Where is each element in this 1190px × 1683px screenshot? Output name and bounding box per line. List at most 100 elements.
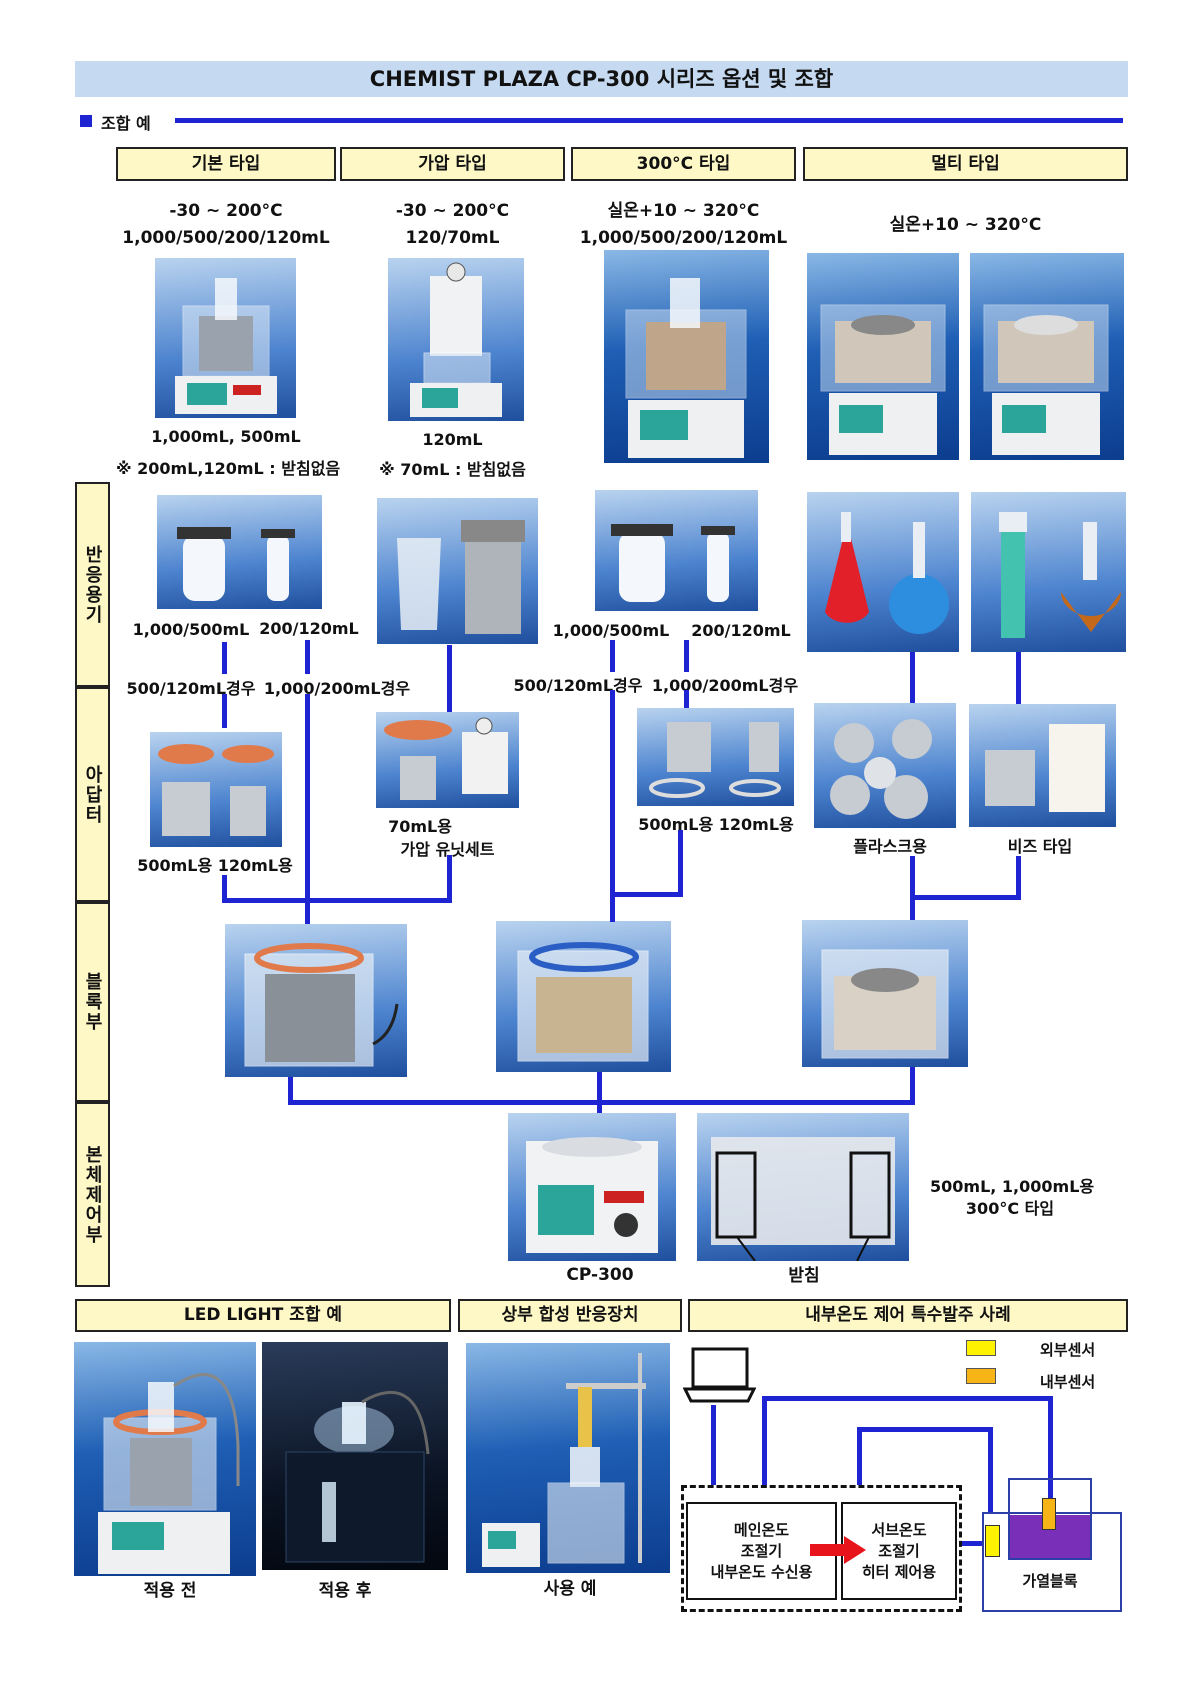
legend-label-external: 외부센서 [1040, 1341, 1096, 1359]
connector-line [684, 640, 689, 672]
connector-line [288, 1077, 293, 1105]
photo-basic-unit [155, 258, 296, 418]
connector-line [305, 640, 310, 674]
tag-300c-type: 300°C 타입 [571, 147, 796, 181]
photo-adapter-basic [150, 732, 282, 847]
case-label-300c-a: 500/120mL경우 [513, 676, 643, 695]
adapter-label-pressure-set: 가압 유닛세트 [400, 840, 495, 859]
sub-controller-line-3: 히터 제어용 [861, 1562, 937, 1581]
vessel-label-300c-large: 1,000/500mL [552, 621, 670, 640]
wire-line [857, 1427, 992, 1432]
label-usage: 사용 예 [543, 1579, 597, 1599]
connector-line [288, 1100, 915, 1105]
label-stand-type: 300°C 타입 [965, 1199, 1055, 1218]
connector-line [447, 855, 452, 903]
adapter-label-beads: 비즈 타입 [1007, 837, 1073, 856]
wire-line [857, 1427, 862, 1485]
connector-line [1016, 856, 1021, 900]
vessel-label-basic-large: 1,000/500mL [132, 620, 250, 639]
note-basic-no-stand: ※ 200mL,120mL : 받침없음 [116, 459, 341, 478]
wire-line [762, 1396, 767, 1485]
wire-line [1048, 1396, 1053, 1504]
label-stand-usage: 500mL, 1,000mL용 [930, 1177, 1095, 1196]
sub-controller-line-2: 조절기 [878, 1541, 920, 1560]
label-before: 적용 전 [143, 1581, 197, 1601]
label-cp300: CP-300 [566, 1265, 634, 1285]
row-label-block: 블록부 [75, 902, 110, 1102]
spec-300c-volume: 1,000/500/200/120mL [579, 228, 788, 248]
vessel-label-300c-small: 200/120mL [691, 621, 791, 640]
main-controller-line-2: 조절기 [740, 1541, 783, 1560]
photo-flasks-multi-b [971, 492, 1126, 652]
tag-pressure-type: 가압 타입 [340, 147, 565, 181]
photo-multi-unit-b [970, 253, 1124, 460]
legend-label-internal: 내부센서 [1040, 1373, 1096, 1391]
wire-line [960, 1541, 992, 1546]
spec-multi-temp: 실온+10 ~ 320°C [889, 215, 1042, 235]
tag-multi-type: 멀티 타입 [803, 147, 1128, 181]
connector-line [222, 898, 452, 903]
row-label-main-controller: 본체제어부 [75, 1102, 110, 1287]
sub-controller-line-1: 서브온도 [871, 1520, 927, 1539]
page-title: CHEMIST PLAZA CP-300 시리즈 옵션 및 조합 [75, 61, 1128, 97]
tag-led-light: LED LIGHT 조합 예 [75, 1299, 451, 1332]
photo-led-after [262, 1342, 448, 1570]
wire-line [711, 1405, 716, 1485]
photo-300c-unit [604, 250, 769, 463]
photo-adapter-flask [814, 703, 956, 828]
wire-line [988, 1427, 993, 1541]
label-stand: 받침 [788, 1266, 820, 1286]
spec-basic-volume: 1,000/500/200/120mL [122, 228, 330, 248]
photo-flasks-multi-a [807, 492, 959, 652]
photo-vessels-pressure [377, 498, 538, 644]
tag-top-synthesis: 상부 합성 반응장치 [458, 1299, 682, 1332]
photo-stand [697, 1113, 909, 1261]
laptop-icon [682, 1347, 757, 1405]
connector-line [910, 652, 915, 703]
adapter-label-pressure-size: 70mL용 [388, 817, 452, 836]
connector-line [910, 895, 1021, 900]
connector-line [597, 1072, 602, 1113]
case-label-basic-a: 500/120mL경우 [126, 679, 256, 698]
adapter-label-basic: 500mL용 120mL용 [137, 856, 293, 875]
photo-adapter-beads [969, 704, 1116, 827]
wire-line [762, 1396, 1051, 1401]
row-label-adapter: 아답터 [75, 687, 110, 902]
connector-line [305, 694, 310, 924]
connector-line [1016, 652, 1021, 704]
photo-block-basic [225, 924, 407, 1077]
tag-basic-type: 기본 타입 [116, 147, 336, 181]
section-rule [175, 118, 1123, 123]
tag-internal-temp-control: 내부온도 제어 특수발주 사례 [688, 1299, 1128, 1332]
photo-block-multi [802, 920, 968, 1067]
adapter-label-300c: 500mL용 120mL용 [638, 815, 794, 834]
spec-basic-temp: -30 ~ 200°C [169, 201, 283, 221]
connector-line [610, 690, 615, 922]
legend-swatch-external [966, 1340, 996, 1356]
spec-pressure-volume: 120/70mL [405, 228, 500, 248]
note-basic-size: 1,000mL, 500mL [151, 427, 301, 446]
row-label-vessel: 반응용기 [75, 482, 110, 687]
connector-line [910, 856, 915, 920]
spec-300c-temp: 실온+10 ~ 320°C [607, 201, 760, 221]
connector-line [222, 694, 227, 728]
photo-block-300c [496, 921, 671, 1072]
connector-line [910, 1067, 915, 1105]
arrow-right-icon [810, 1536, 866, 1564]
main-controller-line-3: 내부온도 수신용 [710, 1562, 813, 1581]
connector-line [678, 830, 683, 897]
photo-multi-unit-a [807, 253, 959, 460]
connector-line [222, 642, 227, 674]
photo-pressure-unit [388, 258, 524, 421]
connector-line [447, 645, 452, 712]
section-label: 조합 예 [101, 114, 151, 133]
spec-pressure-temp: -30 ~ 200°C [395, 201, 510, 221]
section-square-icon [80, 115, 92, 127]
note-pressure-no-stand: ※ 70mL : 받침없음 [379, 460, 526, 479]
heating-block-label: 가열블록 [1022, 1572, 1078, 1590]
main-controller-line-1: 메인온도 [733, 1520, 790, 1539]
photo-top-synthesis [466, 1343, 670, 1573]
label-after: 적용 후 [318, 1581, 372, 1601]
photo-led-before [74, 1342, 256, 1576]
internal-sensor [1042, 1498, 1056, 1530]
